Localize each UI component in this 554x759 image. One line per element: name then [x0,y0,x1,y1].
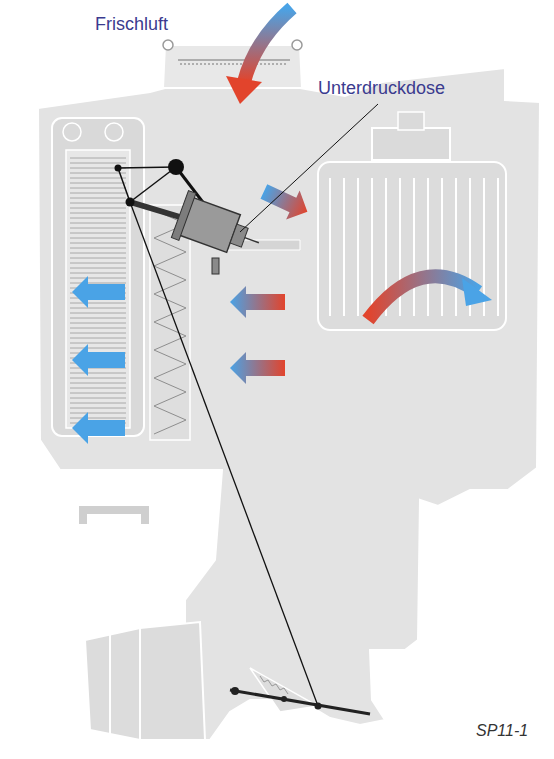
core-fin [70,213,126,214]
core-fin [70,383,126,384]
core-fin [70,418,126,419]
mix-flap [230,668,370,714]
core-fin [70,408,126,409]
air-arrows [72,8,314,444]
core-fin [70,348,126,349]
core-fin [70,403,126,404]
core-fin [70,273,126,274]
figure-code: SP11-1 [476,722,528,740]
vacuum-actuator [115,159,319,706]
fan-blade [343,178,345,316]
fan-blade [427,178,429,316]
core-fin [70,343,126,344]
filter-lattice [150,205,190,440]
core-fin [70,283,126,284]
core-fin [70,338,126,339]
core-fin [70,313,126,314]
fan-blade [371,178,373,316]
housing [38,45,540,740]
core-fin [70,303,126,304]
blower [318,112,506,330]
core-fin [70,318,126,319]
core-fin [70,243,126,244]
core-fin [70,208,126,209]
core-fin [70,193,126,194]
core-fin [70,203,126,204]
core-fin [70,388,126,389]
part-name: Unterdruckdose [318,78,445,99]
core-fin [70,158,126,159]
core-fin [70,223,126,224]
core-fin [70,328,126,329]
core-fin [70,173,126,174]
core-fin [70,333,126,334]
fan-blade [497,178,499,316]
core-fin [70,278,126,279]
leader-line [240,104,378,232]
fan-blade [441,178,443,316]
core-fin [70,258,126,259]
core-fin [70,373,126,374]
core-fin [70,163,126,164]
core-fin [70,253,126,254]
core-fin [70,323,126,324]
fan-blade [329,178,331,316]
heater-core [52,118,144,436]
core-fin [70,198,126,199]
fan-blade [455,178,457,316]
core-fin [70,398,126,399]
core-fin [70,308,126,309]
core-fin [70,268,126,269]
airflow-label: Frischluft [95,14,168,35]
core-fin [70,233,126,234]
fan-blade [357,178,359,316]
core-fin [70,188,126,189]
core-fin [70,248,126,249]
core-fin [70,183,126,184]
core-fin [70,178,126,179]
fan-blade [413,178,415,316]
intake-grille [163,40,302,64]
lattice-zigzag [154,210,186,434]
core-fin [70,263,126,264]
core-fin [70,238,126,239]
core-fin [70,413,126,414]
core-fin [70,228,126,229]
core-fin [70,218,126,219]
core-fin [70,378,126,379]
core-fin [70,393,126,394]
